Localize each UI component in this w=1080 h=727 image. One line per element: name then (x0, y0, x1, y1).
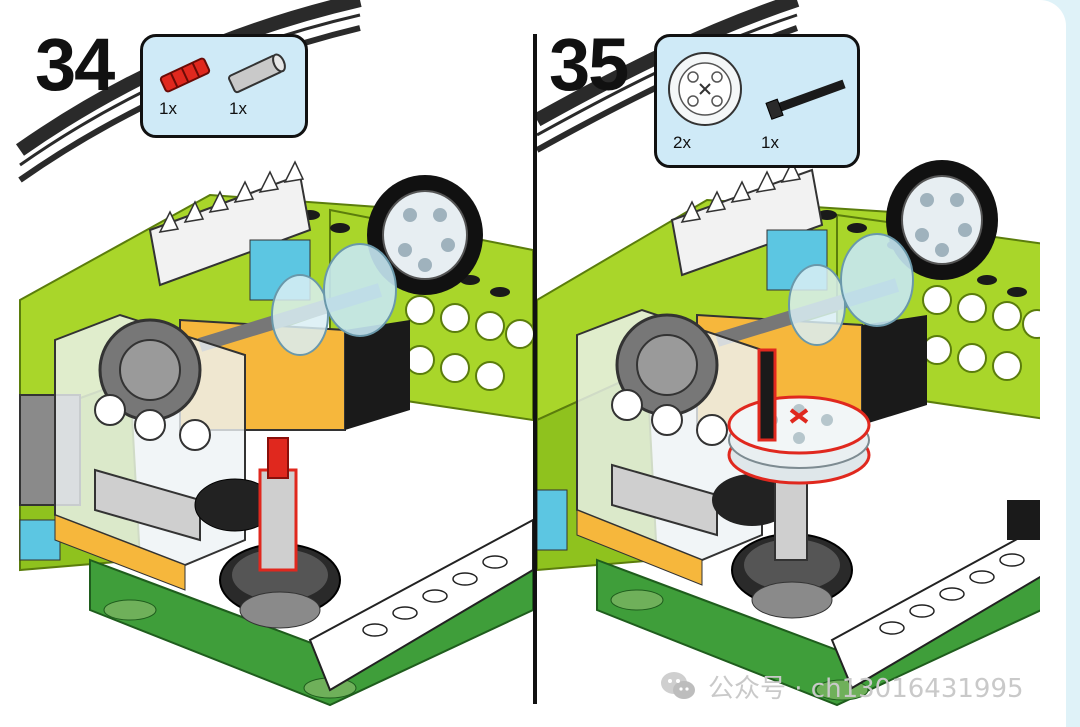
step-34-illustration (15, 0, 533, 707)
clear-pulley-icon (668, 52, 742, 126)
watermark: 公众号 · ch13016431995 (658, 666, 1024, 706)
wechat-icon (661, 672, 695, 699)
parts-callout: 2x 1x (654, 34, 860, 168)
watermark-text: 公众号 · ch13016431995 (708, 673, 1024, 704)
step-number: 34 (35, 23, 115, 106)
red-axle-connector-icon (159, 57, 211, 93)
step-34-panel: 34 1x 1x (0, 0, 533, 727)
parts-callout: 1x 1x (140, 34, 308, 138)
step-number: 35 (549, 23, 629, 106)
part-quantity: 2x (673, 133, 691, 152)
step-35-panel: 35 2x 1x (537, 0, 1052, 727)
part-quantity: 1x (229, 99, 247, 118)
step-divider (533, 34, 537, 704)
black-axle-icon (765, 79, 846, 120)
part-quantity: 1x (159, 99, 177, 118)
page-edge (1040, 0, 1080, 727)
step-35-illustration (537, 0, 1052, 707)
part-quantity: 1x (761, 133, 779, 152)
grey-axle-icon (228, 53, 286, 94)
